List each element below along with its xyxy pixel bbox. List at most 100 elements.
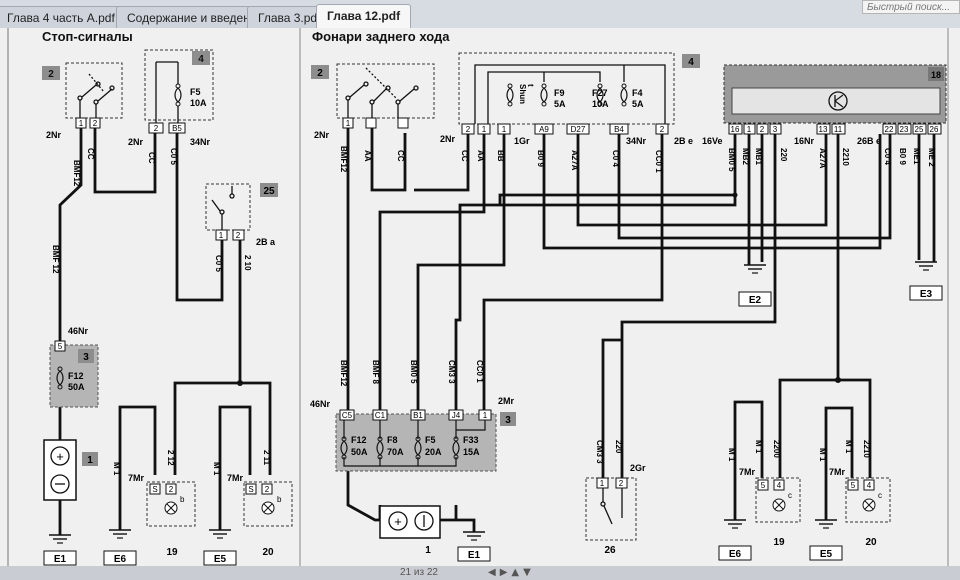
ground-label: E6 (114, 554, 127, 565)
svg-text:CC0 1: CC0 1 (654, 150, 663, 173)
battery (379, 505, 441, 539)
reverse-switch-symbol (345, 67, 419, 118)
wire-label: BMF 12 (51, 245, 60, 274)
svg-text:AA: AA (363, 150, 372, 162)
reverse-switch-box (336, 63, 435, 119)
lamp-tag: c (878, 491, 882, 500)
tab-chapter-3[interactable]: Глава 3.pdf (247, 6, 332, 29)
svg-text:CC: CC (460, 150, 469, 162)
pin-label: 1 (747, 125, 752, 134)
badge-battery-text: 1 (87, 455, 93, 466)
wire-label: CC (147, 152, 156, 164)
pin-label: 1 (600, 479, 605, 488)
search-input[interactable]: Быстрый поиск... (862, 0, 960, 14)
fuse-rating: 50A (68, 382, 85, 392)
connector-label: 46Nr (68, 326, 89, 336)
fuse-name: F12 (68, 371, 84, 381)
badge-module (928, 67, 944, 81)
ground-icon (814, 519, 838, 529)
connector-label: 16Ve (702, 136, 723, 146)
badge-fuse (500, 412, 516, 426)
lamp-box (146, 481, 196, 527)
pin-box (54, 340, 66, 352)
ground-icon (743, 264, 767, 274)
lamp-tag: c (788, 491, 792, 500)
pin-label: 2 (619, 479, 624, 488)
connector-label: 7Mr (829, 467, 846, 477)
fuse-block (335, 413, 497, 472)
fuse-symbol (174, 83, 182, 107)
fuse-rating: 5A (554, 99, 566, 109)
svg-text:A27A: A27A (570, 150, 579, 171)
pin-label: 4 (867, 481, 872, 490)
fuse-rating: 10A (190, 98, 207, 108)
ground-label: E2 (749, 295, 762, 306)
badge-relay (260, 183, 278, 197)
badge-module-text: 18 (931, 70, 941, 80)
fuse-block-pins (339, 409, 492, 421)
plus-icon (388, 511, 408, 531)
svg-text:BM0 5: BM0 5 (727, 148, 736, 172)
svg-text:BMF12: BMF12 (339, 360, 348, 387)
pin-label: 2 (660, 125, 665, 134)
junction-dots (237, 192, 841, 386)
pin-label: 26 (930, 125, 939, 134)
badge-relay-text: 25 (263, 186, 275, 197)
tab-bar: Глава 4 часть A.pdf Содержание и введени… (0, 0, 960, 29)
pin-label: 2 (93, 119, 98, 128)
pin-label: J4 (452, 411, 461, 420)
wires-left (58, 128, 272, 535)
badge-fuse (78, 349, 94, 363)
pin-box (215, 229, 228, 241)
tab-chapter-12[interactable]: Глава 12.pdf (316, 4, 412, 29)
lamp-box (845, 477, 891, 523)
connector-label: 2Nr (314, 130, 330, 140)
svg-text:CM3 3: CM3 3 (447, 360, 456, 384)
svg-text:B0 9: B0 9 (898, 148, 907, 165)
ground-icon (108, 529, 132, 539)
connector-label: 34Nr (190, 137, 211, 147)
pin-label: D27 (571, 125, 586, 134)
pin-label: 23 (900, 125, 909, 134)
wire-label: 2 10 (243, 255, 252, 271)
svg-text:A27A: A27A (818, 148, 827, 169)
pin-label: B4 (614, 125, 624, 134)
svg-text:BM0 5: BM0 5 (409, 360, 418, 384)
ground-label: E3 (920, 289, 933, 300)
svg-text:MB2: MB2 (741, 148, 750, 165)
fusebox-pins (461, 123, 669, 135)
svg-text:2210: 2210 (841, 148, 850, 166)
badge-fusebox-text: 4 (688, 57, 694, 68)
pin-label: 2 (236, 231, 241, 240)
connector-label: 2B a (256, 237, 276, 247)
badge-lamp: 20 (262, 547, 274, 558)
fuse-symbol (620, 83, 628, 107)
pin-label: 1 (219, 231, 224, 240)
ground-icon (914, 261, 938, 271)
fusebox-box (458, 52, 675, 125)
svg-text:ME 2: ME 2 (927, 148, 936, 167)
document-page: Стоп-сигналы 2 1 2 2Nr 4 F5 10A 2 B5 2Nr… (0, 28, 960, 580)
lamp-box (755, 477, 801, 523)
fuse-name: F12 (351, 435, 367, 445)
fusebox-box (144, 49, 214, 121)
wire-label: BMF12 (72, 160, 81, 187)
pin-label: 1 (483, 411, 488, 420)
connector-label: 2Mr (498, 396, 515, 406)
relay-switch-symbol (211, 186, 235, 230)
status-bar: 21 из 22 ◀▶▲▼ (0, 566, 960, 580)
connector-label: 46Nr (310, 399, 331, 409)
ground-label-box (43, 550, 77, 566)
pin-label: 22 (885, 125, 894, 134)
badge-fusebox-text: 4 (198, 54, 204, 65)
transistor-icon (828, 91, 848, 111)
battery (43, 439, 77, 501)
wire-label: CM3 3 (595, 440, 604, 464)
pin-label: 5 (58, 342, 63, 351)
svg-text:MB1: MB1 (754, 148, 763, 165)
badge-fusebox (682, 54, 700, 68)
nav-arrows-icon[interactable]: ◀▶▲▼ (488, 567, 535, 578)
wire-label: M 1 (212, 462, 221, 476)
left-panel-title: Стоп-сигналы (42, 29, 133, 44)
tab-chapter-4a[interactable]: Глава 4 часть A.pdf (0, 6, 126, 29)
